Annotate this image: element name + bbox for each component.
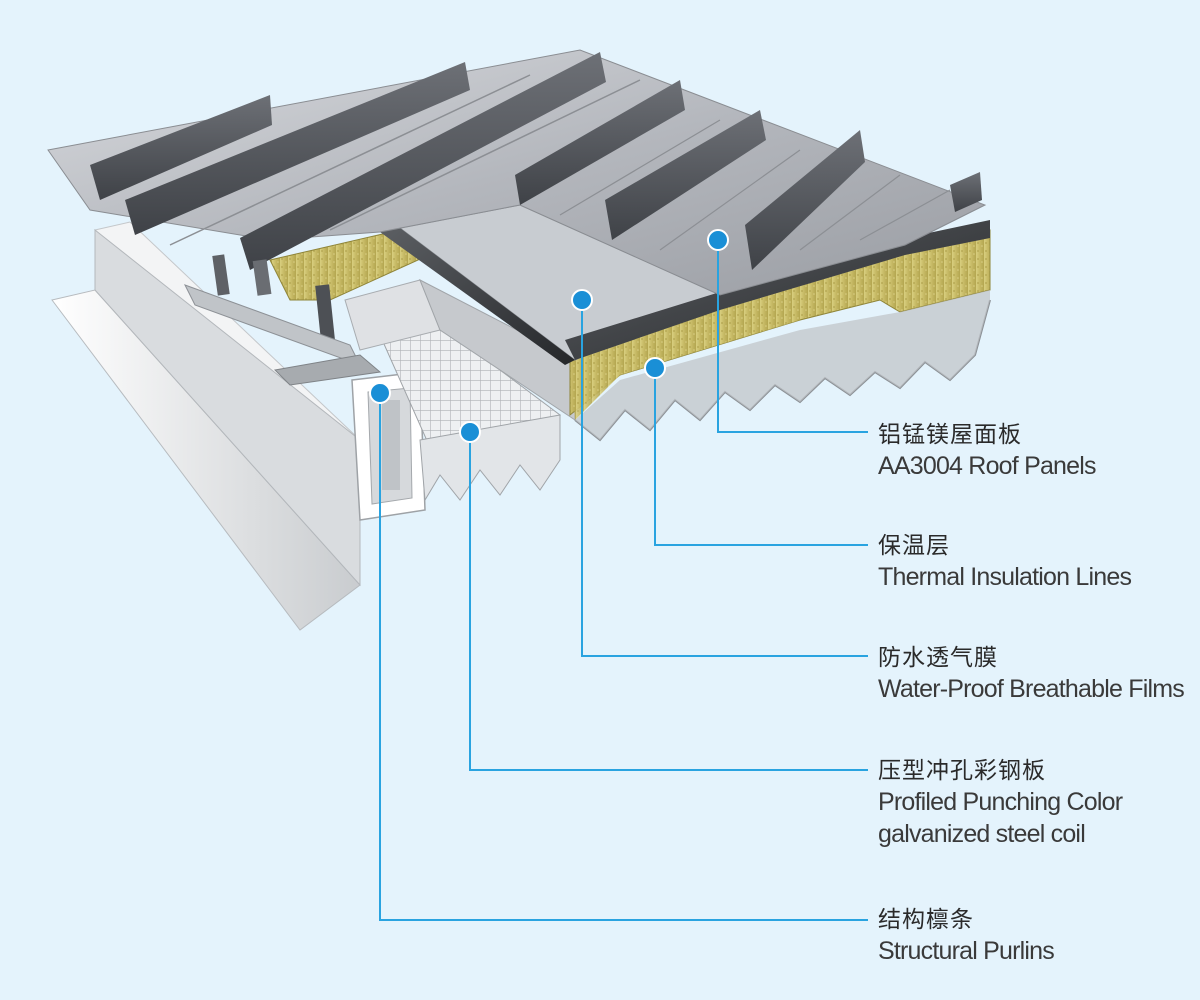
label-insulation-en: Thermal Insulation Lines: [878, 563, 1132, 591]
label-roof-panels: 铝锰镁屋面板 AA3004 Roof Panels: [878, 420, 1097, 482]
label-purlins-zh: 结构檩条: [878, 907, 974, 933]
marker-profiled-sheet: [459, 421, 481, 443]
label-insulation: 保温层 Thermal Insulation Lines: [878, 531, 1132, 593]
insulation-layer: [269, 229, 991, 442]
label-waterproof-en: Water-Proof Breathable Films: [878, 675, 1185, 703]
label-waterproof-zh: 防水透气膜: [878, 645, 998, 671]
leader-line-waterproof: [581, 300, 868, 657]
perforated-profiled-sheet: [379, 324, 561, 502]
leader-line-purlins: [379, 393, 868, 921]
label-roof-panels-en: AA3004 Roof Panels: [878, 452, 1097, 480]
label-purlins-en: Structural Purlins: [878, 937, 1055, 965]
label-profiled-sheet-en-line2: galvanized steel coil: [878, 820, 1086, 848]
leader-lines: [379, 240, 868, 921]
leader-line-insulation: [654, 368, 868, 546]
waterproof-membrane: [380, 204, 990, 365]
leader-line-profiled-sheet: [469, 432, 868, 771]
label-profiled-sheet: 压型冲孔彩钢板 Profiled Punching Color galvaniz…: [878, 756, 1123, 850]
label-profiled-sheet-en-line1: Profiled Punching Color: [878, 788, 1123, 816]
left-steel-beam: [51, 221, 361, 631]
label-profiled-sheet-zh: 压型冲孔彩钢板: [878, 758, 1046, 784]
marker-waterproof: [571, 289, 593, 311]
markers: [369, 229, 729, 443]
roof-panels: [47, 49, 987, 296]
label-insulation-zh: 保温层: [878, 533, 950, 559]
marker-insulation: [644, 357, 666, 379]
leader-line-roof-panels: [717, 240, 868, 433]
label-waterproof: 防水透气膜 Water-Proof Breathable Films: [878, 643, 1185, 705]
label-purlins: 结构檩条 Structural Purlins: [878, 905, 1055, 967]
panel-clips: [183, 254, 382, 386]
marker-roof-panels: [707, 229, 729, 251]
label-roof-panels-zh: 铝锰镁屋面板: [878, 422, 1022, 448]
marker-purlins: [369, 382, 391, 404]
